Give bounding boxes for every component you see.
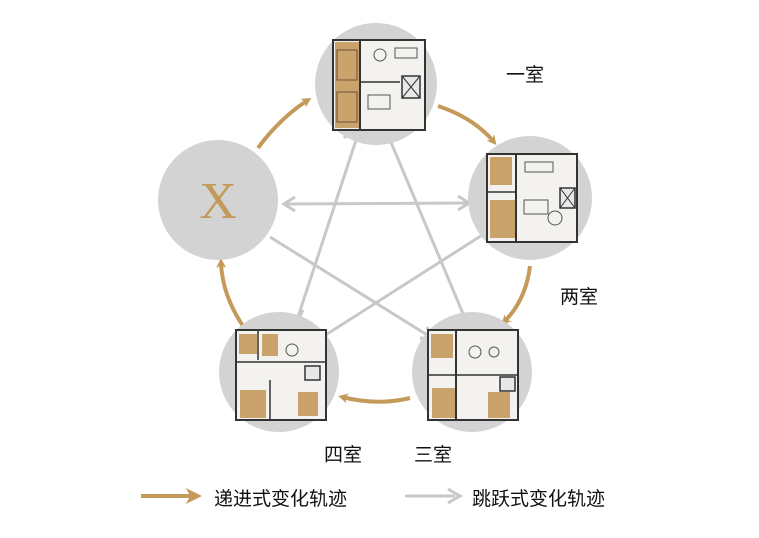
arrow-two-to-three [501,265,532,325]
progressive-trajectory-arrows [216,97,532,404]
leap-line-x-two [284,201,469,206]
floorplan-one-room [332,39,426,131]
label-two-room: 两室 [560,286,599,308]
floorplan-four-room [235,329,327,421]
floorplan-two-room [486,153,578,243]
node-x-label: X [199,173,237,230]
label-three-room: 三室 [414,444,453,466]
node-two-room [468,136,592,260]
legend-progressive-arrow [141,488,202,504]
floorplan-three-room [427,329,519,421]
leap-line-x-three [269,235,433,340]
leap-arrowhead-x [281,195,296,213]
arrow-four-to-x [216,258,247,331]
legend-leap-label: 跳跃式变化轨迹 [472,488,606,510]
legend-progressive-label: 递进式变化轨迹 [214,488,348,510]
label-four-room: 四室 [324,444,363,466]
node-x: X [158,140,278,260]
leap-trajectory-lines [269,124,488,341]
leap-line-one-four [295,127,362,321]
arrow-x-to-one [256,97,312,150]
node-four-room [219,312,339,432]
leap-line-two-four [323,230,488,338]
legend-leap-arrow [405,487,463,505]
label-one-room: 一室 [506,64,545,86]
arrow-one-to-two [437,104,497,146]
leap-line-one-three [383,127,466,317]
node-three-room [412,312,532,432]
node-one-room [315,23,437,145]
legend [141,487,463,505]
arrow-three-to-four [338,393,411,404]
